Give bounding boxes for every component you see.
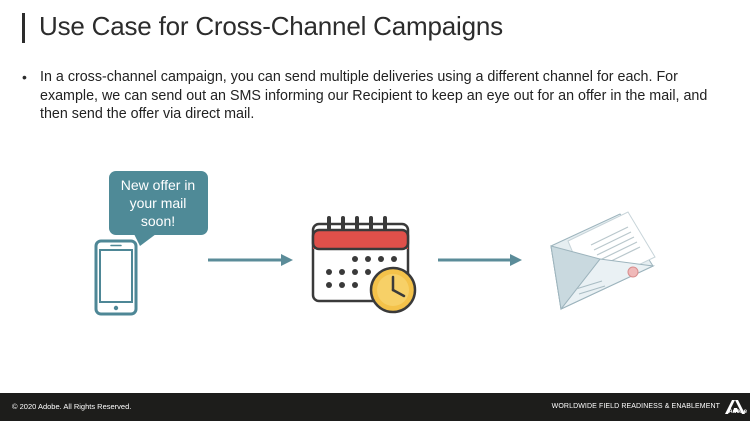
- brand-name: Adobe: [728, 409, 747, 415]
- bullet-item: • In a cross-channel campaign, you can s…: [22, 68, 737, 124]
- sms-text-line-1: New offer in: [121, 177, 195, 193]
- sms-text-line-3: soon!: [141, 213, 175, 229]
- sms-speech-bubble: New offer in your mail soon!: [109, 171, 208, 246]
- slide-footer: © 2020 Adobe. All Rights Reserved. WORLD…: [0, 393, 750, 421]
- calendar-clock-icon: [311, 216, 417, 314]
- copyright-text: © 2020 Adobe. All Rights Reserved.: [12, 402, 132, 411]
- program-name: WORLDWIDE FIELD READINESS & ENABLEMENT: [551, 403, 720, 410]
- adobe-logo-icon: [725, 400, 745, 414]
- flow-arrow-2: [438, 254, 522, 266]
- bullet-marker: •: [22, 69, 27, 85]
- bullet-text: In a cross-channel campaign, you can sen…: [40, 69, 708, 122]
- sms-text-line-2: your mail: [130, 195, 187, 211]
- channel-flow-illustration: New offer in your mail soon!: [94, 171, 656, 316]
- flow-arrow-1: [208, 254, 293, 266]
- title-accent-bar: [22, 13, 25, 43]
- mobile-phone-icon: [94, 239, 138, 316]
- slide-title: Use Case for Cross-Channel Campaigns: [39, 11, 503, 41]
- envelope-letter-icon: [550, 211, 656, 311]
